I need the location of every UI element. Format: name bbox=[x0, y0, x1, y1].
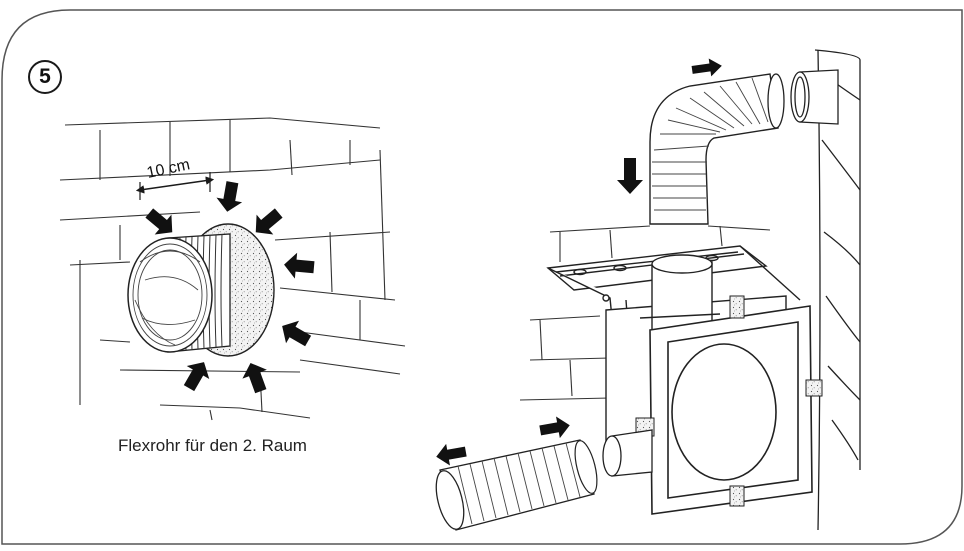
step-number: 5 bbox=[39, 65, 51, 88]
movement-arrows bbox=[436, 58, 722, 466]
direction-arrow-icon bbox=[255, 208, 283, 235]
left-figure: 10 cm bbox=[59, 117, 406, 421]
brick-wall-left bbox=[59, 117, 406, 421]
brick-wall-right bbox=[519, 225, 771, 401]
hose-corrugation-elbow bbox=[652, 77, 769, 211]
direction-arrow-icon bbox=[284, 252, 315, 279]
direction-arrow-icon bbox=[183, 362, 210, 392]
hose-opening-left bbox=[127, 237, 213, 353]
direction-arrow-icon bbox=[242, 362, 267, 394]
direction-arrow-icon bbox=[691, 58, 722, 77]
direction-arrow-icon bbox=[145, 208, 173, 235]
figure-caption: Flexrohr für den 2. Raum bbox=[118, 436, 307, 455]
flex-hose-elbow bbox=[649, 73, 779, 225]
direction-arrow-icon bbox=[282, 320, 312, 347]
press-arrows bbox=[145, 181, 315, 394]
panel-frame bbox=[1, 9, 963, 545]
dimension-label: 10 cm bbox=[145, 156, 191, 182]
front-frame bbox=[649, 305, 813, 515]
wall-stub bbox=[790, 69, 839, 125]
direction-arrow-icon bbox=[539, 416, 570, 439]
direction-arrow-icon bbox=[216, 181, 243, 212]
flex-hose-lower bbox=[435, 439, 598, 531]
dimension-line bbox=[135, 176, 215, 194]
direction-arrow-icon bbox=[617, 158, 643, 194]
direction-arrow-icon bbox=[436, 443, 467, 466]
step-number-badge: 5 bbox=[28, 60, 62, 94]
side-outlet bbox=[602, 429, 653, 477]
right-figure bbox=[435, 49, 861, 531]
